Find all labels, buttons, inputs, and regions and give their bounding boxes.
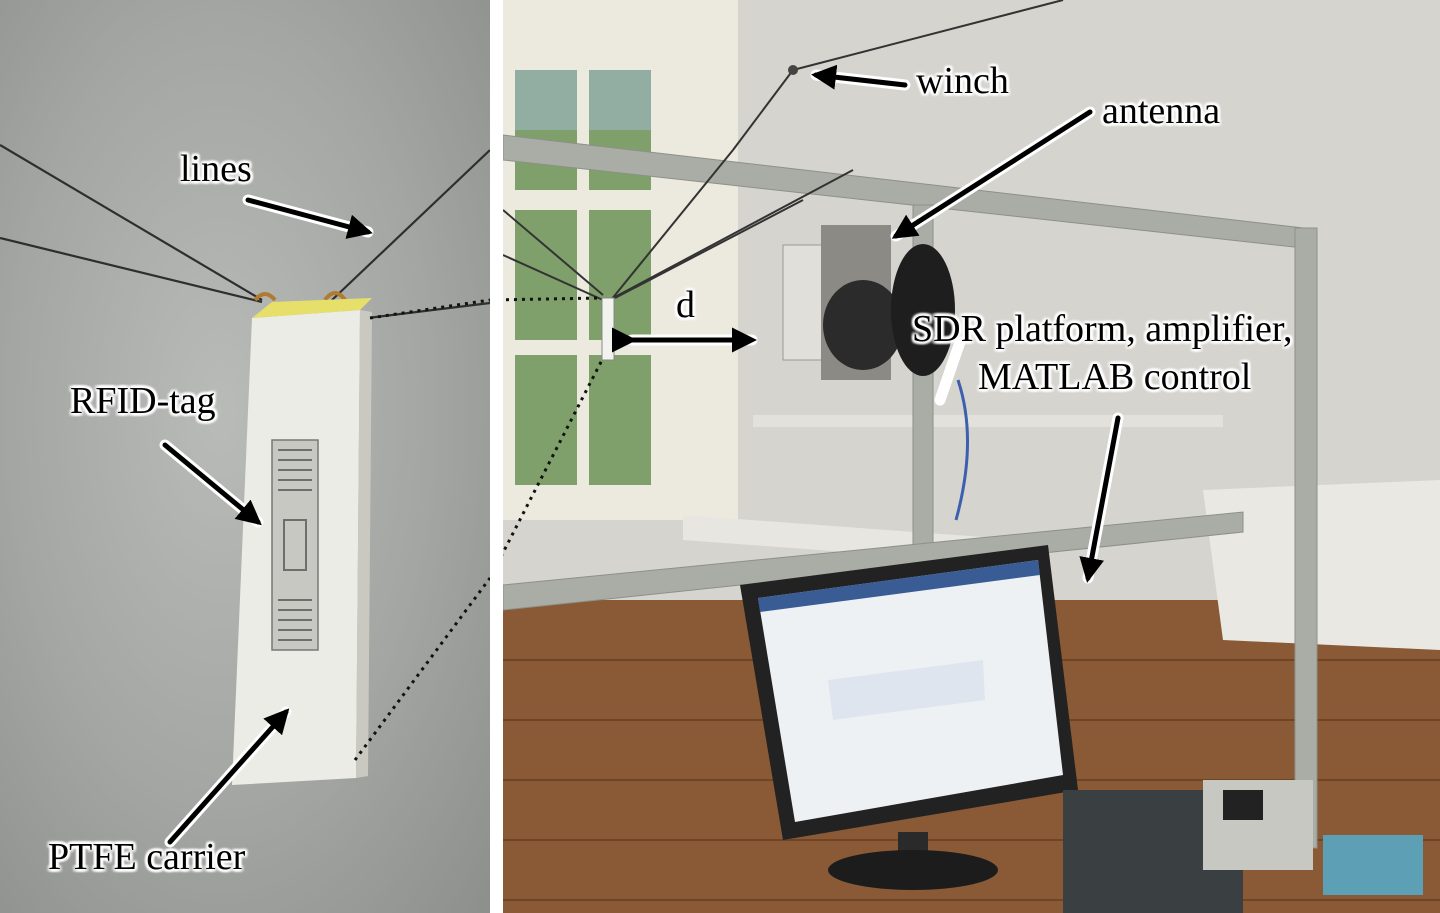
label-ptfe-carrier: PTFE carrier [48,836,246,878]
heatsink [1223,790,1263,820]
ptfe-carrier-top [252,298,372,318]
tag-closeup-photo [0,0,490,913]
tag-in-setup [601,297,615,361]
label-distance: d [676,284,695,326]
monitor-base [828,850,998,890]
zoom-line-top-right [503,296,603,302]
hook-left [253,292,277,302]
hook-right [323,291,347,302]
label-antenna: antenna [1102,90,1221,132]
label-lines: lines [180,148,252,190]
label-rfid-tag: RFID-tag [70,380,216,422]
pcb-board [1323,835,1423,895]
window-sky [515,70,651,130]
antenna-mount-plate [782,244,826,361]
zoom-line-bottom-right [503,359,604,556]
ptfe-carrier-side [356,310,372,778]
suspension-strings [503,0,1064,301]
antenna-rotator [823,280,903,370]
winch-pulley [788,65,798,75]
monitor-titlebar [758,560,1040,612]
rfid-antenna-pattern [278,449,312,641]
label-winch: winch [916,60,1009,102]
setup-illustration [503,0,1440,913]
label-sdr-line1: SDR platform, amplifier, [912,308,1293,350]
monitor-command-window [828,660,985,720]
rfid-inlay [271,439,319,651]
wall-shelf [753,415,1223,427]
zoom-line-bottom [353,577,490,761]
bench-right [1203,480,1440,650]
tag-closeup-illustration [0,144,490,785]
zoom-line-top [369,298,490,320]
setup-photo [503,0,1440,913]
panel-divider [490,0,503,913]
label-sdr-line2: MATLAB control [978,356,1252,398]
